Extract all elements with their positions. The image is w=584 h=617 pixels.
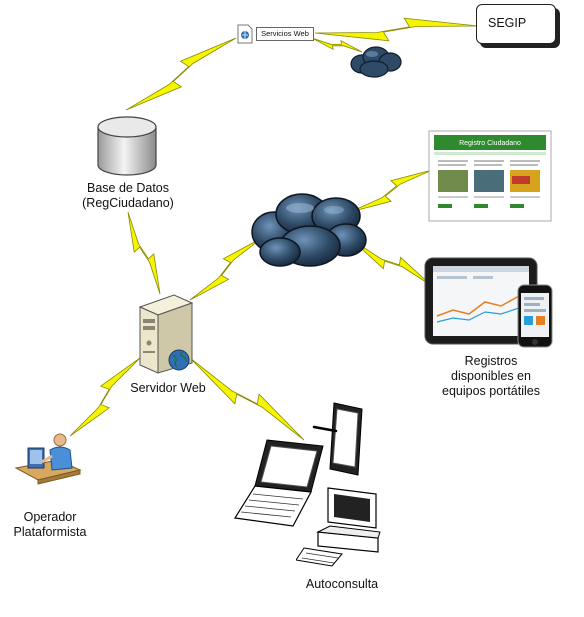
cloud-icon	[251, 193, 367, 267]
link-servicios-basedatos	[125, 37, 237, 111]
smartphone-icon	[517, 284, 553, 348]
website-header: Registro Ciudadano	[459, 140, 521, 147]
laptop-icon	[234, 439, 324, 527]
servicios-web-label: Servicios Web	[256, 27, 314, 41]
operador-label: Operador Plataformista	[0, 510, 100, 540]
autoconsulta-label: Autoconsulta	[305, 577, 379, 591]
cloud-icon	[350, 46, 402, 78]
document-icon	[237, 24, 253, 44]
tablet-icon	[424, 257, 538, 345]
registros-label-line2: disponibles en	[451, 369, 531, 383]
base-datos-label-line2: (RegCiudadano)	[82, 196, 174, 210]
link-servidor-operador	[69, 357, 141, 437]
link-servicios-segip	[314, 17, 479, 42]
globe-icon	[168, 349, 190, 371]
registros-label-line1: Registros	[464, 354, 518, 368]
base-datos-label: Base de Datos (RegCiudadano)	[62, 181, 194, 211]
servidor-web-label: Servidor Web	[130, 381, 206, 395]
link-servidor-autoconsulta	[189, 357, 305, 441]
segip-label: SEGIP	[488, 16, 527, 30]
segip-node: SEGIP	[476, 4, 556, 44]
operador-label-line1: Operador	[23, 510, 77, 524]
operador-label-line2: Plataformista	[13, 525, 87, 539]
desktop-icon	[296, 487, 381, 567]
operator-icon	[14, 433, 82, 485]
registros-label-line3: equipos portátiles	[442, 384, 540, 398]
database-icon	[97, 116, 157, 176]
base-datos-label-line1: Base de Datos	[87, 181, 169, 195]
registros-label: Registros disponibles en equipos portáti…	[427, 354, 555, 399]
website-icon: Registro Ciudadano	[428, 130, 552, 222]
link-basedatos-servidor	[127, 211, 161, 295]
tablet-icon	[312, 402, 363, 476]
link-servicios-cloud	[311, 37, 363, 53]
